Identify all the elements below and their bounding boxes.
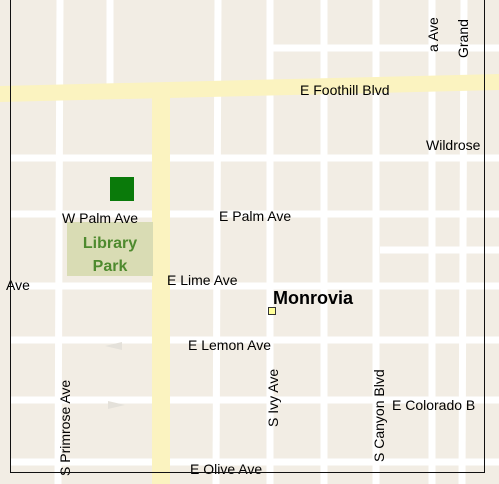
label-w-palm-ave: W Palm Ave [62,210,138,226]
label-monrovia: Monrovia [273,288,354,308]
label-e-colorado: E Colorado B [392,397,475,413]
label-e-olive-ave: E Olive Ave [190,461,262,477]
city-point-icon[interactable] [268,307,276,315]
label-ave-left: Ave [6,277,30,293]
label-s-primrose-ave: S Primrose Ave [57,380,73,476]
label-park: Park [93,258,128,275]
square-location-marker[interactable] [110,177,134,201]
label-a-ave: a Ave [425,17,441,52]
one-way-arrow-icon [105,342,125,409]
label-s-canyon-blvd: S Canyon Blvd [371,369,387,462]
label-e-palm-ave: E Palm Ave [219,208,291,224]
label-library: Library [83,235,137,252]
arterial-roads [0,74,499,484]
label-e-lime-ave: E Lime Ave [167,272,238,288]
label-e-foothill-blvd: E Foothill Blvd [300,82,389,98]
library-park-area [67,222,153,276]
label-wildrose: Wildrose [426,137,481,153]
label-e-lemon-ave: E Lemon Ave [188,337,271,353]
label-grand: Grand [455,19,471,58]
label-s-ivy-ave: S Ivy Ave [265,369,281,427]
